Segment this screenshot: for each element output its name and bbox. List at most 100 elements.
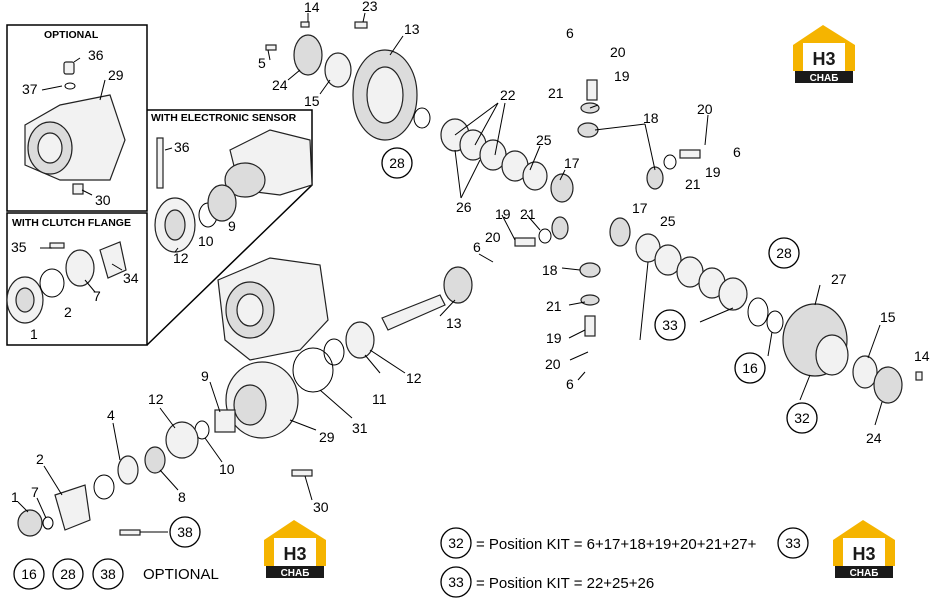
- label-21-right: 21: [685, 176, 701, 192]
- svg-text:H3: H3: [283, 544, 306, 564]
- circle-label-28-upper: 28: [381, 147, 413, 179]
- label-12-sensor: 12: [173, 250, 189, 266]
- circled-labels: 28 33 28 16 32 38: [169, 147, 818, 548]
- svg-text:33: 33: [785, 535, 801, 551]
- label-21-top: 21: [548, 85, 564, 101]
- part-drawings: [6, 21, 923, 537]
- label-14-right: 14: [914, 348, 930, 364]
- label-24-right: 24: [866, 430, 882, 446]
- label-36-sensor: 36: [174, 139, 190, 155]
- label-14-top: 14: [304, 0, 320, 15]
- label-15-top: 15: [304, 93, 320, 109]
- label-17-top: 17: [564, 155, 580, 171]
- inset-box-electronic-sensor: WITH ELECTRONIC SENSOR: [146, 109, 313, 346]
- svg-text:CHAБ: CHAБ: [850, 568, 879, 579]
- kit-circle-33: 33: [440, 566, 472, 598]
- label-18-top: 18: [643, 110, 659, 126]
- label-4: 4: [107, 407, 115, 423]
- label-18-mid: 18: [542, 262, 558, 278]
- kit-32-line: = Position KIT = 6+17+18+19+20+21+27+: [476, 536, 757, 553]
- brand-logo-bottom-center: H3 CHAБ: [264, 520, 326, 579]
- label-19-top: 19: [614, 68, 630, 84]
- svg-text:CHAБ: CHAБ: [281, 568, 310, 579]
- label-1-clutch: 1: [30, 326, 38, 342]
- label-24-top: 24: [272, 77, 288, 93]
- label-30-optional: 30: [95, 192, 111, 208]
- kit-33-line: = Position KIT = 22+25+26: [476, 575, 654, 592]
- label-6-top: 6: [566, 25, 574, 41]
- circle-label-28-right: 28: [768, 237, 800, 269]
- ring-gear: [265, 21, 418, 141]
- label-6-right: 6: [733, 144, 741, 160]
- label-10-lower: 10: [219, 461, 235, 477]
- label-29-lower: 29: [319, 429, 335, 445]
- clutch-flange-assembly: [6, 241, 127, 324]
- label-15-right: 15: [880, 309, 896, 325]
- label-17-lower: 17: [632, 200, 648, 216]
- label-19-lower: 19: [546, 330, 562, 346]
- box-title-clutch-flange: WITH CLUTCH FLANGE: [12, 217, 131, 229]
- label-7-clutch: 7: [93, 288, 101, 304]
- label-9-lower: 9: [201, 368, 209, 384]
- label-34: 34: [123, 270, 139, 286]
- part-labels: 14 23 13 5 24 15 6 20 19 21 18 22 25 17 …: [11, 0, 930, 515]
- box-title-optional: OPTIONAL: [44, 29, 99, 41]
- label-23: 23: [362, 0, 378, 14]
- svg-text:16: 16: [742, 360, 758, 376]
- spider-gears: [514, 79, 701, 337]
- svg-text:33: 33: [662, 317, 678, 333]
- label-8: 8: [178, 489, 186, 505]
- svg-text:32: 32: [448, 535, 464, 551]
- label-29-optional: 29: [108, 67, 124, 83]
- leader-lines: [17, 12, 883, 533]
- svg-text:33: 33: [448, 574, 464, 590]
- kit-legend: 32 = Position KIT = 6+17+18+19+20+21+27+…: [440, 527, 809, 598]
- pinion-shaft: [292, 266, 473, 393]
- main-housing: [217, 257, 329, 361]
- label-12-mid: 12: [406, 370, 422, 386]
- label-20-lower: 20: [545, 356, 561, 372]
- label-5: 5: [258, 55, 266, 71]
- label-6-mid: 6: [473, 239, 481, 255]
- label-35: 35: [11, 239, 27, 255]
- kit-circle-33-inline: 33: [777, 527, 809, 559]
- svg-text:38: 38: [177, 524, 193, 540]
- label-10-sensor: 10: [198, 233, 214, 249]
- label-19-mid: 19: [495, 206, 511, 222]
- label-21-lower: 21: [546, 298, 562, 314]
- label-12-lower: 12: [148, 391, 164, 407]
- label-31: 31: [352, 420, 368, 436]
- svg-text:32: 32: [794, 410, 810, 426]
- optional-note: OPTIONAL: [143, 566, 219, 583]
- kit-circle-32: 32: [440, 527, 472, 559]
- circle-label-16: 16: [734, 352, 766, 384]
- label-22: 22: [500, 87, 516, 103]
- footer-circle-38: 38: [92, 558, 124, 590]
- label-2-lower: 2: [36, 451, 44, 467]
- label-9-sensor: 9: [228, 218, 236, 234]
- footer-circle-28: 28: [52, 558, 84, 590]
- label-21-mid: 21: [520, 206, 536, 222]
- svg-text:H3: H3: [852, 544, 875, 564]
- label-36-optional: 36: [88, 47, 104, 63]
- label-2-clutch: 2: [64, 304, 72, 320]
- carrier-cover: [17, 361, 313, 537]
- sensor-assembly: [154, 129, 313, 253]
- label-30-lower: 30: [313, 499, 329, 515]
- label-27: 27: [831, 271, 847, 287]
- brand-logo-top-right: H3 CHAБ: [793, 25, 855, 84]
- circle-label-32: 32: [786, 402, 818, 434]
- svg-text:28: 28: [389, 155, 405, 171]
- label-20-right: 20: [697, 101, 713, 117]
- label-37: 37: [22, 81, 38, 97]
- svg-text:CHAБ: CHAБ: [810, 73, 839, 84]
- svg-text:28: 28: [60, 566, 76, 582]
- svg-text:38: 38: [100, 566, 116, 582]
- footer-circle-16: 16: [13, 558, 45, 590]
- inset-box-optional: OPTIONAL: [6, 24, 148, 212]
- label-7-lower: 7: [31, 484, 39, 500]
- label-6-lower: 6: [566, 376, 574, 392]
- label-25-lower: 25: [660, 213, 676, 229]
